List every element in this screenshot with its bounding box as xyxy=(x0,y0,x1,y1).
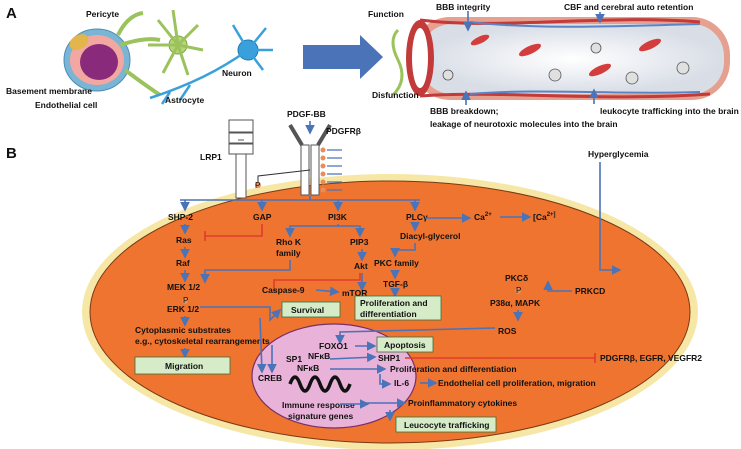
astrocyte-illustration xyxy=(148,9,204,76)
label-leukocyte-trafficking: leukocyte trafficking into the brain xyxy=(600,106,739,116)
node-ros: ROS xyxy=(498,326,517,336)
phospho-label-lrp1: P xyxy=(255,181,260,190)
node-gap: GAP xyxy=(253,212,272,222)
label-cbf: CBF and cerebral auto retention xyxy=(564,2,693,12)
node-foxo1: FOXO1 xyxy=(319,341,348,351)
label-lrp1: LRP1 xyxy=(200,152,222,162)
box-proliferation-label-2: differentiation xyxy=(360,309,417,319)
label-leakage: leakage of neurotoxic molecules into the… xyxy=(430,119,618,129)
label-bbb-breakdown: BBB breakdown; xyxy=(430,106,499,116)
lrp1-receptor-icon xyxy=(228,119,254,199)
phospho-label-erk: P xyxy=(183,296,188,305)
vessel-cross-section-illustration xyxy=(63,11,162,97)
node-shp2: SHP-2 xyxy=(168,212,193,222)
node-immune-2: signature genes xyxy=(288,411,353,421)
node-rhok-family: family xyxy=(276,248,301,258)
label-astrocyte: Astrocyte xyxy=(165,95,204,105)
node-nfkb-2: NFκB xyxy=(297,363,319,373)
label-neuron: Neuron xyxy=(222,68,252,78)
box-survival-label: Survival xyxy=(291,305,324,315)
box-apoptosis xyxy=(376,336,434,353)
neuron-illustration xyxy=(149,24,273,105)
box-proliferation xyxy=(354,295,442,321)
node-pi3k: PI3K xyxy=(328,212,348,222)
box-leucocyte-trafficking xyxy=(395,416,497,433)
node-pip3: PIP3 xyxy=(350,237,369,247)
node-ca-intracellular: [Ca2+] xyxy=(533,212,556,222)
node-mtor: mTOR xyxy=(342,288,367,298)
panel-b-label: B xyxy=(6,145,17,162)
label-basement-membrane: Basement membrane xyxy=(6,86,92,96)
node-cyto-1: Cytoplasmic substrates xyxy=(135,325,231,335)
node-akt: Akt xyxy=(354,261,368,271)
label-bbb-integrity: BBB integrity xyxy=(436,2,491,12)
label-hyperglycemia: Hyperglycemia xyxy=(588,149,649,159)
node-plcg: PLCγ xyxy=(406,212,428,222)
label-function: Function xyxy=(368,9,404,19)
box-leucocyte-label: Leucocyte trafficking xyxy=(404,420,490,430)
node-immune-1: Immune response xyxy=(282,400,355,410)
node-pkc-family: PKC family xyxy=(374,258,419,268)
node-pkcd: PKCδ xyxy=(505,273,528,283)
label-disfunction: Disfunction xyxy=(372,90,419,100)
node-nfkb-1: NFκB xyxy=(308,351,330,361)
node-caspase9: Caspase-9 xyxy=(262,285,305,295)
box-proliferation-label-1: Proliferation and xyxy=(360,298,428,308)
box-survival xyxy=(281,301,341,318)
node-proinflammatory: Proinflammatory cytokines xyxy=(408,398,517,408)
dna-icon xyxy=(288,375,352,393)
phospho-label-pkcd: P xyxy=(516,286,521,295)
node-prkcd: PRKCD xyxy=(575,286,605,296)
node-ca: Ca2+ xyxy=(474,212,492,222)
node-mek: MEK 1/2 xyxy=(167,282,200,292)
node-endothelial-proliferation: Endothelial cell proliferation, migratio… xyxy=(438,378,596,388)
pdgfrb-receptor-icon xyxy=(255,123,342,196)
label-endothelial-cell: Endothelial cell xyxy=(35,100,97,110)
node-erk: ERK 1/2 xyxy=(167,304,199,314)
node-diacyl-glycerol: Diacyl-glycerol xyxy=(400,231,460,241)
node-creb: CREB xyxy=(258,373,282,383)
blood-vessel-illustration xyxy=(391,17,730,100)
node-shp1: SHP1 xyxy=(378,353,400,363)
box-apoptosis-label: Apoptosis xyxy=(384,340,426,350)
node-rhok: Rho K xyxy=(276,237,302,247)
node-pdgfr-egfr-vegfr2: PDGFRβ, EGFR, VEGFR2 xyxy=(600,353,702,363)
label-pdgfrb: PDGFRβ xyxy=(326,126,361,136)
node-ras: Ras xyxy=(176,235,192,245)
node-prolif-diff-2: Proliferation and differentiation xyxy=(390,364,517,374)
label-pdgf-bb: PDGF-BB xyxy=(287,109,326,119)
node-tgfb: TGF-β xyxy=(383,279,408,289)
box-migration-label: Migration xyxy=(165,361,203,371)
label-pericyte: Pericyte xyxy=(86,9,119,19)
node-cyto-2: e.g., cytoskeletal rearrangements xyxy=(135,336,270,346)
node-sp1: SP1 xyxy=(286,354,302,364)
node-raf: Raf xyxy=(176,258,190,268)
box-migration xyxy=(134,356,231,375)
node-p38: P38α, MAPK xyxy=(490,298,541,308)
panel-a-label: A xyxy=(6,5,17,22)
node-il6: IL-6 xyxy=(394,378,409,388)
transition-arrow xyxy=(303,35,383,79)
